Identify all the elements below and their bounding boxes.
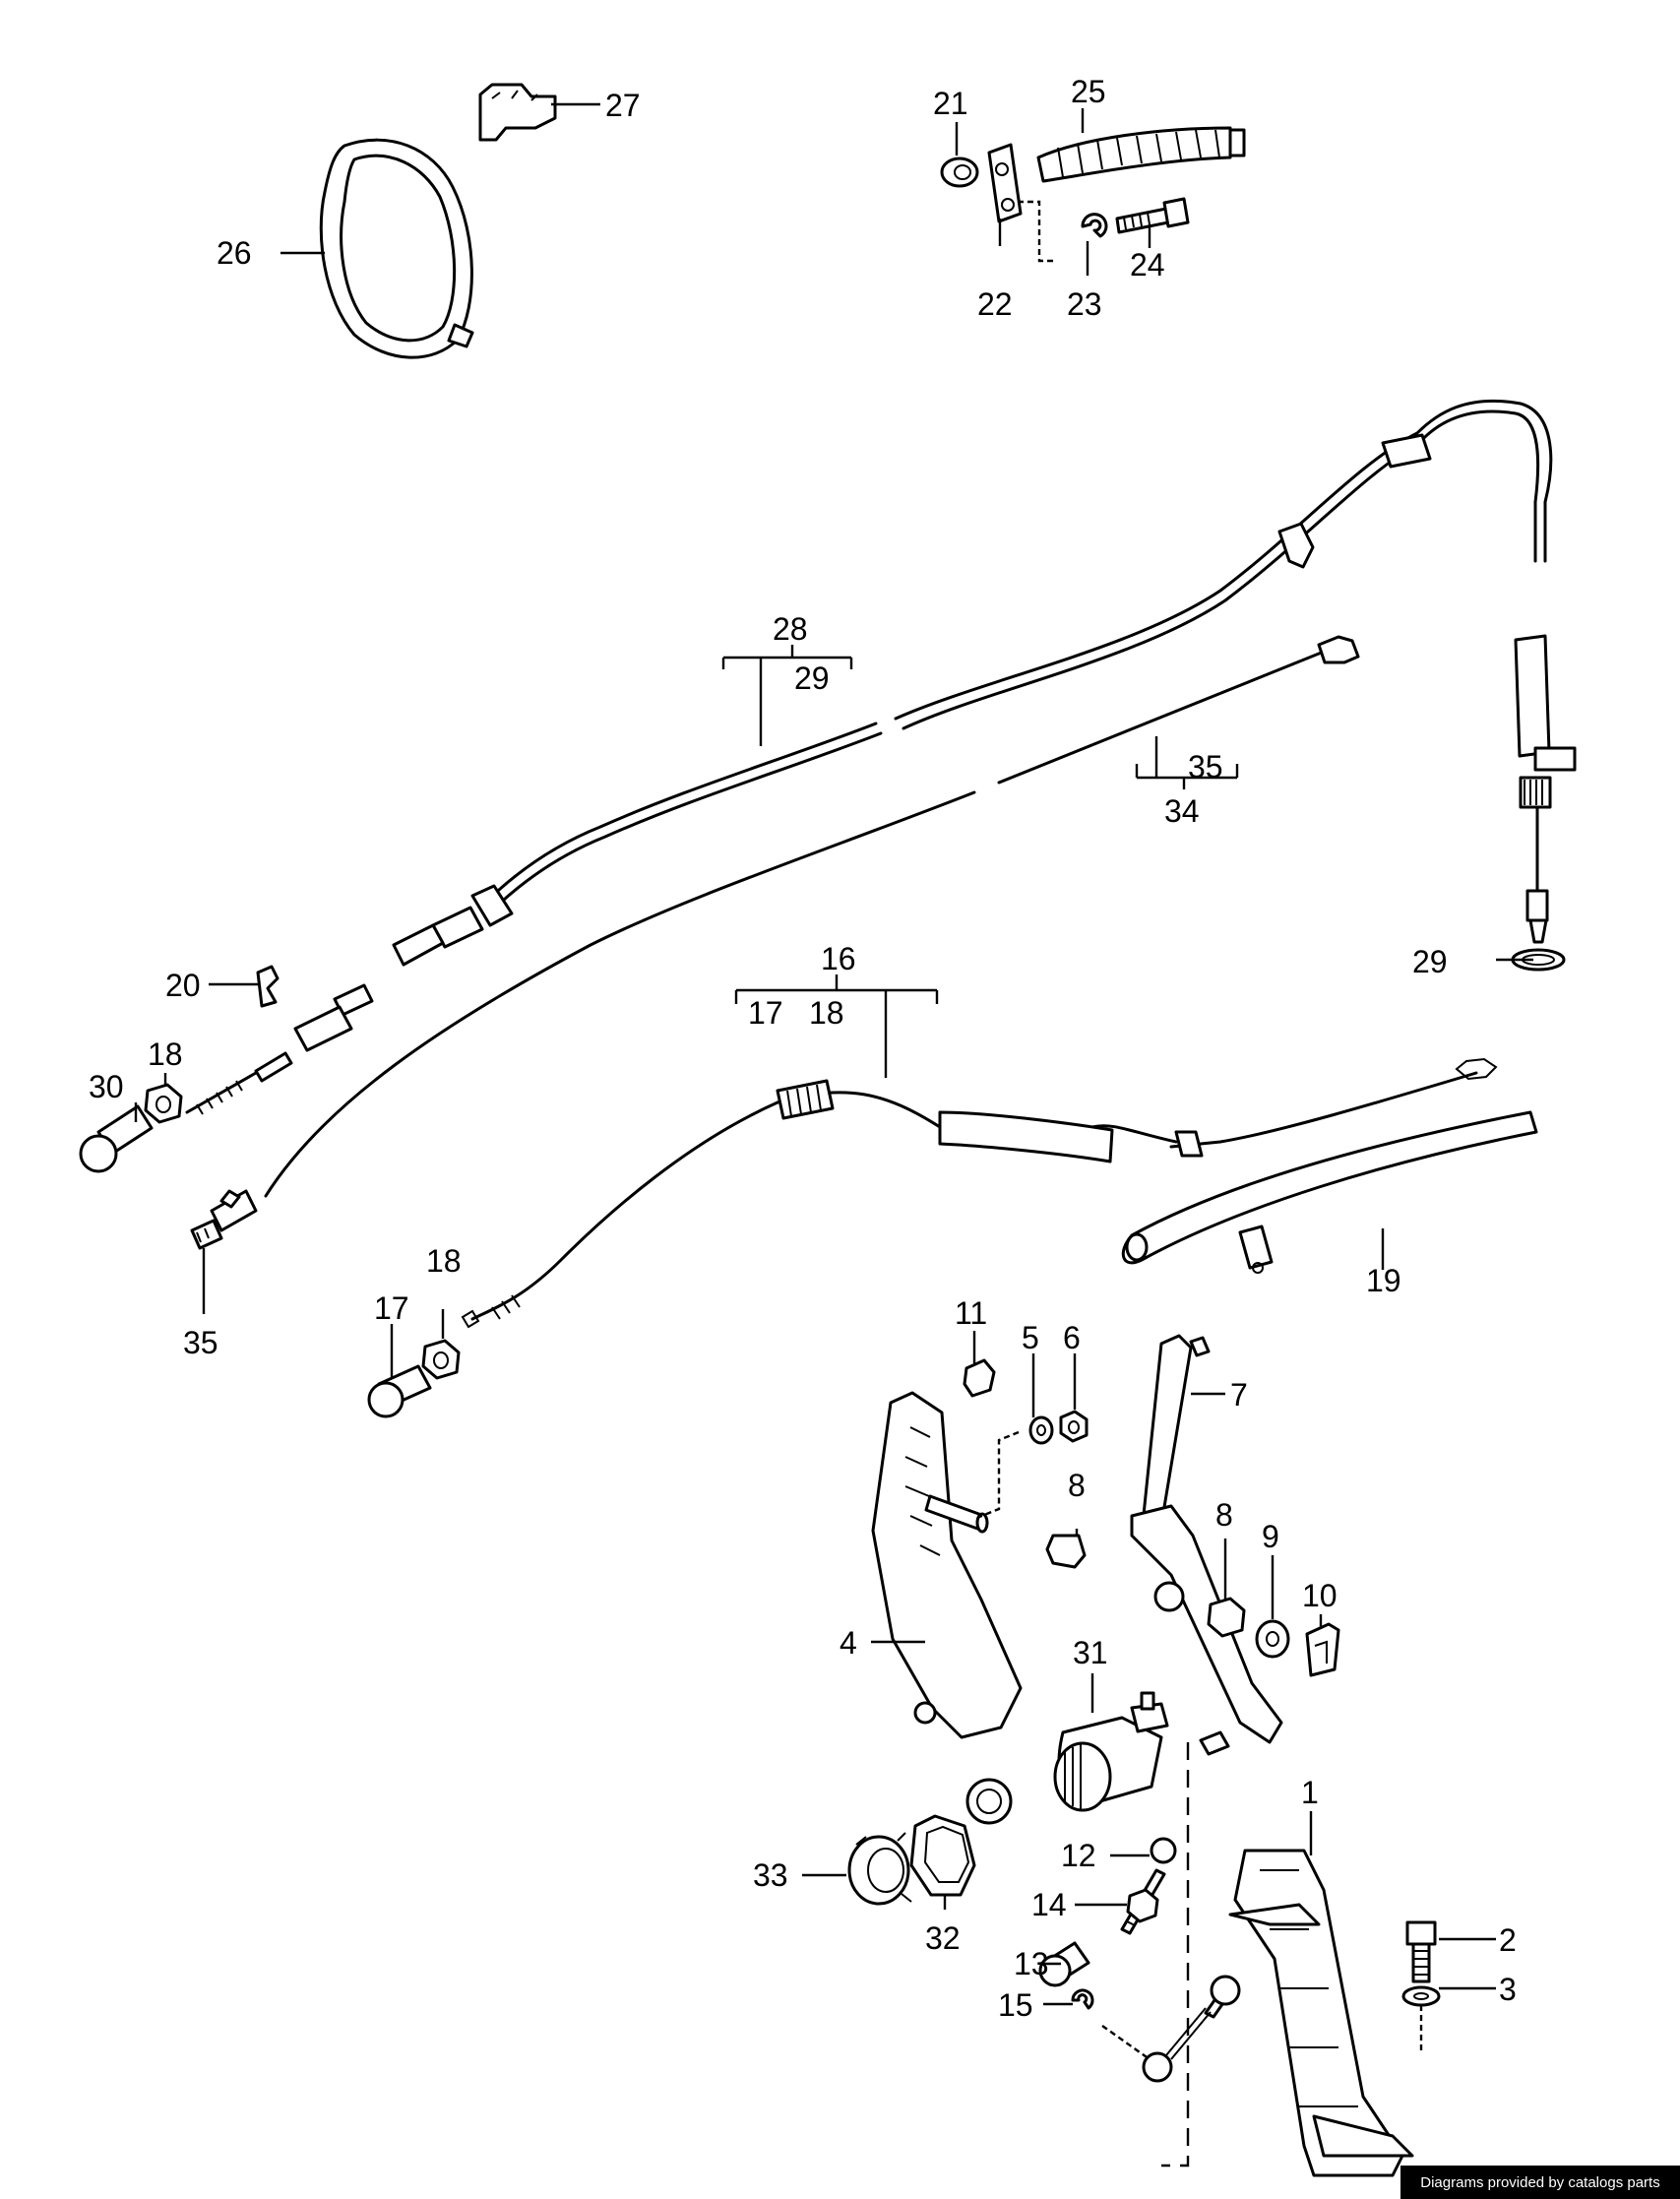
label-24: 24 (1130, 247, 1165, 283)
clip-20 (256, 965, 280, 1008)
cable-end-right (1514, 500, 1577, 944)
bolt-24 (1115, 197, 1190, 234)
pedal-1 (1228, 1849, 1414, 2177)
label-26: 26 (217, 235, 252, 271)
label-2: 2 (1499, 1922, 1517, 1958)
label-18-top: 18 (809, 995, 844, 1031)
clip-15 (1071, 1988, 1094, 2010)
nut-18b (421, 1339, 461, 1380)
ring-33 (847, 1832, 912, 1906)
label-30: 30 (89, 1069, 124, 1104)
label-5: 5 (1022, 1320, 1039, 1355)
label-25: 25 (1071, 74, 1106, 109)
label-17-bottom: 17 (374, 1290, 409, 1326)
washer-3 (1401, 1985, 1441, 2007)
leaders (134, 102, 1533, 2006)
label-1: 1 (1301, 1775, 1319, 1810)
label-10: 10 (1302, 1578, 1338, 1613)
label-35-top: 35 (1188, 749, 1223, 785)
cable-34 (190, 635, 1360, 1250)
label-18-bottom: 18 (426, 1243, 462, 1279)
label-11: 11 (955, 1295, 987, 1331)
cable-28 (185, 399, 1553, 1115)
label-13: 13 (1014, 1946, 1049, 1981)
washer-5 (1028, 1415, 1054, 1445)
label-17-top: 17 (748, 995, 783, 1031)
label-19: 19 (1366, 1263, 1401, 1298)
credit-banner: Diagrams provided by catalogs parts (1400, 2166, 1680, 2199)
label-34: 34 (1164, 793, 1200, 829)
label-3: 3 (1499, 1972, 1517, 2007)
clip-23 (1081, 213, 1108, 238)
label-15: 15 (998, 1987, 1033, 2023)
label-35-bottom: 35 (183, 1325, 218, 1360)
label-31: 31 (1073, 1635, 1108, 1670)
label-7: 7 (1230, 1377, 1248, 1413)
label-8-right: 8 (1215, 1497, 1233, 1533)
label-6: 6 (1063, 1320, 1081, 1355)
nut-14 (1126, 1888, 1159, 1923)
knob-30 (79, 1104, 154, 1173)
pedal-rod (1142, 1975, 1241, 2083)
label-21: 21 (933, 86, 968, 121)
label-18-left: 18 (148, 1037, 183, 1072)
cap-11 (963, 1358, 996, 1398)
knob-17 (367, 1364, 432, 1418)
label-8-center: 8 (1068, 1468, 1086, 1503)
label-9: 9 (1262, 1519, 1279, 1554)
label-12: 12 (1061, 1838, 1096, 1873)
lever-7 (1130, 1334, 1283, 1744)
bushing-8a (1045, 1534, 1087, 1569)
gasket-32 (909, 1814, 976, 1897)
clip-27 (478, 83, 557, 142)
label-29-right: 29 (1412, 944, 1448, 979)
label-32: 32 (925, 1920, 961, 1956)
hose-19 (1121, 1110, 1538, 1274)
pin-shaft (924, 1494, 989, 1534)
washer-9 (1255, 1619, 1290, 1659)
switch-31 (1053, 1691, 1169, 1812)
nut-8b (1207, 1597, 1246, 1638)
nut-6 (1059, 1410, 1089, 1443)
nut-18a (144, 1083, 183, 1124)
nut-21 (940, 157, 979, 188)
cable-16 (461, 1057, 1498, 1329)
lever-4 (871, 1391, 1023, 1825)
label-27: 27 (605, 88, 641, 123)
label-14: 14 (1031, 1887, 1067, 1922)
label-23: 23 (1067, 286, 1102, 322)
plate-22 (987, 143, 1023, 223)
clip-10 (1305, 1622, 1340, 1677)
label-29-top: 29 (794, 660, 830, 696)
bolt-2 (1405, 1920, 1437, 1983)
label-22: 22 (977, 286, 1013, 322)
cable-strap-26 (319, 138, 474, 359)
label-16: 16 (821, 941, 856, 976)
label-20: 20 (165, 968, 201, 1003)
label-33: 33 (753, 1857, 788, 1893)
label-28: 28 (773, 611, 808, 647)
label-4: 4 (840, 1625, 857, 1661)
boot-25 (1036, 126, 1246, 183)
